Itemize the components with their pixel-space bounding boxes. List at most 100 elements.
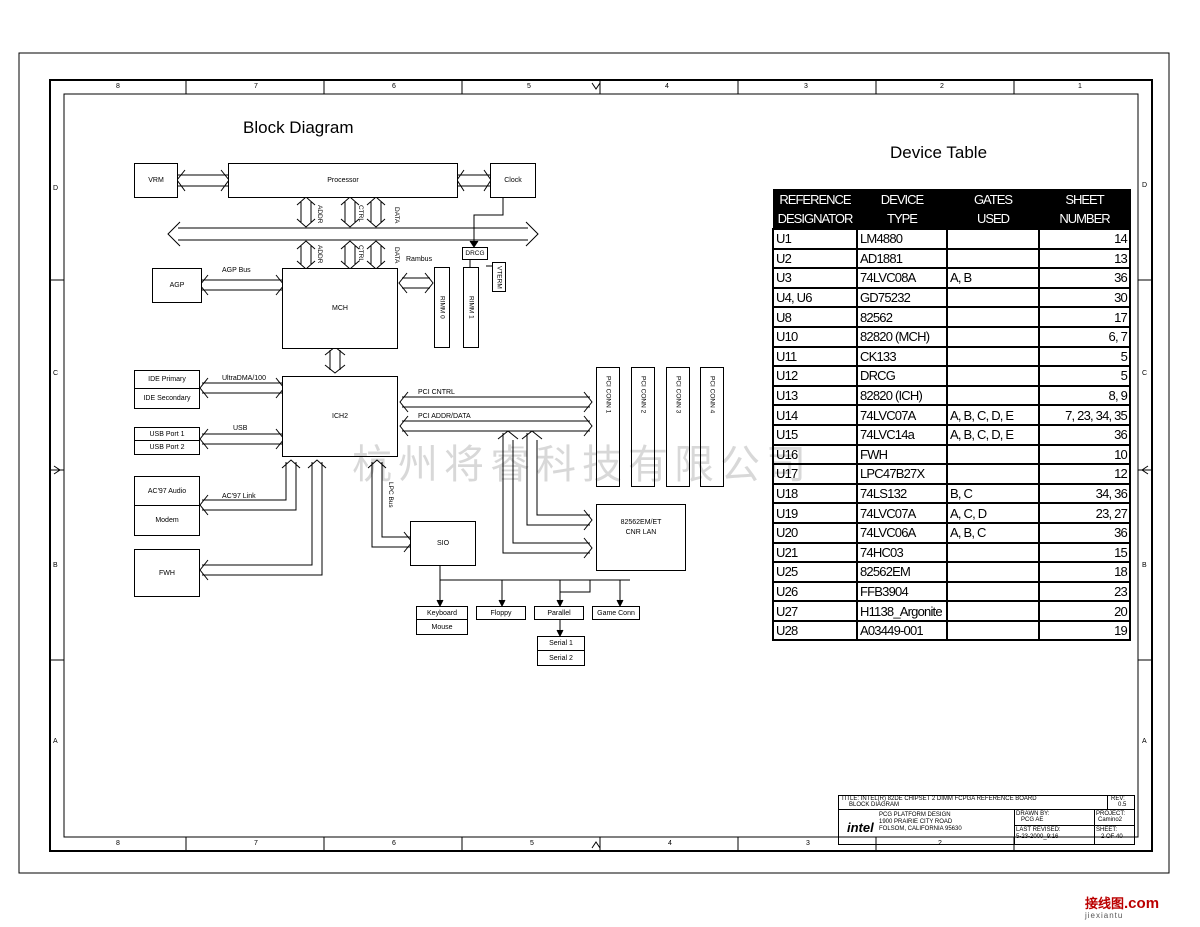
gates-cell: [946, 365, 1040, 387]
gates-cell: [946, 306, 1040, 328]
pci-conn1-label: PCI CONN 1: [604, 376, 612, 414]
device-cell: FWH: [856, 443, 948, 466]
data-label-1: DATA: [393, 207, 400, 224]
sheet-cell: 20: [1038, 600, 1131, 622]
rimm0-label: RIMM 0: [438, 296, 446, 319]
title-divider-v1: [1107, 796, 1108, 809]
watermark: 杭州将睿科技有限公司: [352, 442, 812, 488]
mch-block: MCH: [282, 268, 398, 349]
project-label: PROJECT:: [1096, 811, 1126, 817]
zone-bottom-5: 5: [530, 840, 534, 847]
device-cell: H1138_Argonite: [856, 600, 948, 622]
sheet-cell: 10: [1038, 443, 1131, 466]
zone-left-c: C: [53, 370, 59, 377]
drawn-by-label: DRAWN BY:: [1016, 811, 1050, 817]
ref-cell: U10: [772, 325, 858, 348]
drawn-by-value: PCG AE: [1021, 817, 1044, 823]
header-sheet-line1: SHEET: [1065, 192, 1104, 207]
gates-cell: [946, 443, 1040, 466]
gates-cell: [946, 619, 1040, 642]
title-divider-h1: [839, 809, 1134, 810]
floppy-block: Floppy: [476, 606, 526, 620]
ref-cell: U25: [772, 561, 858, 583]
vterm-block: VTERM: [492, 262, 506, 292]
ich2-block: ICH2: [282, 376, 398, 457]
header-gates-line1: GATES: [973, 192, 1013, 207]
zone-top-6: 6: [392, 83, 396, 90]
sheet-cell: 36: [1038, 267, 1131, 289]
ref-cell: U20: [772, 521, 858, 544]
gates-cell: [946, 463, 1040, 485]
sheet-cell: 6, 7: [1038, 325, 1131, 348]
device-cell: FFB3904: [856, 580, 948, 603]
sheet-cell: 23: [1038, 580, 1131, 603]
ref-cell: U8: [772, 306, 858, 328]
ultradma-label: UltraDMA/100: [222, 375, 266, 382]
ref-cell: U26: [772, 580, 858, 603]
ref-cell: U16: [772, 443, 858, 466]
sheet-cell: 18: [1038, 561, 1131, 583]
sheet-cell: 36: [1038, 423, 1131, 446]
header-reference-line2: DESIGNATOR: [777, 211, 854, 226]
ref-cell: U12: [772, 365, 858, 387]
ref-cell: U11: [772, 345, 858, 368]
keyboard-block: Keyboard: [416, 606, 468, 620]
ref-cell: U28: [772, 619, 858, 642]
device-cell: 82562: [856, 306, 948, 328]
zone-bottom-4: 4: [668, 840, 672, 847]
lpc-bus-label: LPC Bus: [387, 482, 394, 508]
fwh-block: FWH: [134, 549, 200, 597]
agp-block: AGP: [152, 268, 202, 303]
zone-right-b: B: [1142, 562, 1147, 569]
ctrl-label-2: CTRL: [357, 245, 364, 262]
zone-bottom-8: 8: [116, 840, 120, 847]
gates-cell: A, B: [946, 267, 1040, 289]
ref-cell: U2: [772, 247, 858, 270]
title-block: TITLE: INTEL(R) 82DE CHIPSET 2 DIMM FCPG…: [838, 795, 1135, 845]
device-cell: 82562EM: [856, 561, 948, 583]
zone-bottom-7: 7: [254, 840, 258, 847]
gates-cell: [946, 580, 1040, 603]
ref-cell: U19: [772, 502, 858, 524]
ide-secondary-block: IDE Secondary: [134, 388, 200, 409]
title-divider-v3: [1094, 809, 1095, 844]
processor-block: Processor: [228, 163, 458, 198]
sheet-cell: 13: [1038, 247, 1131, 270]
zone-left-d: D: [53, 185, 59, 192]
pci-addr-data-label: PCI ADDR/DATA: [418, 413, 471, 420]
ide-primary-block: IDE Primary: [134, 370, 200, 389]
rev-label: REV:: [1111, 796, 1125, 802]
ref-cell: U21: [772, 541, 858, 564]
device-cell: 74LS132: [856, 482, 948, 505]
rev-value: 0.5: [1118, 802, 1127, 808]
lan-line1: 82562EM/ET: [620, 519, 662, 526]
zone-bottom-3: 3: [806, 840, 810, 847]
gates-cell: B, C: [946, 482, 1040, 505]
serial2-block: Serial 2: [537, 650, 585, 666]
mouse-block: Mouse: [416, 619, 468, 635]
rimm0-block: RIMM 0: [434, 267, 450, 348]
ref-cell: U13: [772, 384, 858, 407]
game-conn-block: Game Conn: [592, 606, 640, 620]
ref-cell: U4, U6: [772, 286, 858, 309]
site-name: 接线图: [1085, 896, 1125, 911]
zone-top-3: 3: [804, 83, 808, 90]
title-line1: TITLE: INTEL(R) 82DE CHIPSET 2 DIMM FCPG…: [841, 796, 1037, 802]
sheet-cell: 19: [1038, 619, 1131, 642]
drcg-block: DRCG: [462, 247, 488, 260]
sheet-cell: 5: [1038, 345, 1131, 368]
